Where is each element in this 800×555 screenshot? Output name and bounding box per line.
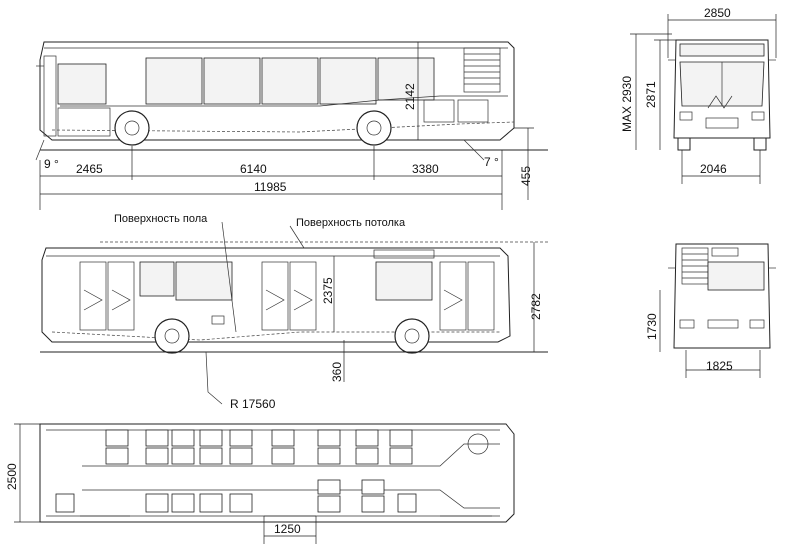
max-height-label: MAX 2930: [620, 76, 634, 132]
wheelbase-label: 6140: [240, 162, 267, 176]
angle-rear-label: 7 °: [484, 155, 499, 169]
ceiling-surface-label: Поверхность потолка: [296, 217, 406, 229]
front-overhang-label: 2465: [76, 162, 103, 176]
section-view: Поверхность пола Поверхность потолка 237…: [40, 213, 550, 411]
overall-length-label: 11985: [254, 180, 287, 194]
turn-radius-label: R 17560: [230, 397, 276, 411]
front-view: 2850 MAX 2930 2871 2046: [620, 6, 777, 184]
roof-height-label: 1730: [645, 313, 659, 340]
side-view: 9 ° 2465 6140 3380 11985 7 ° 2142 455: [35, 41, 548, 210]
plan-view: 2500 1250: [5, 423, 515, 544]
overall-width-label: 2850: [704, 6, 731, 20]
rear-overhang-label: 3380: [412, 162, 439, 176]
total-height-label: 2782: [529, 293, 543, 320]
interior-height-label: 2375: [321, 277, 335, 304]
rear-view: 1730 1825: [645, 243, 776, 378]
ground-clearance-label: 455: [519, 166, 533, 186]
step-height-label: 360: [330, 362, 344, 382]
angle-front-label: 9 °: [44, 157, 59, 171]
rear-width-label: 1825: [706, 359, 733, 373]
floor-height-label: 2142: [403, 83, 417, 110]
aisle-width-label: 1250: [274, 522, 301, 536]
body-height-label: 2871: [644, 81, 658, 108]
body-width-label: 2500: [5, 463, 19, 490]
track-width-label: 2046: [700, 162, 727, 176]
floor-surface-label: Поверхность пола: [114, 213, 208, 225]
